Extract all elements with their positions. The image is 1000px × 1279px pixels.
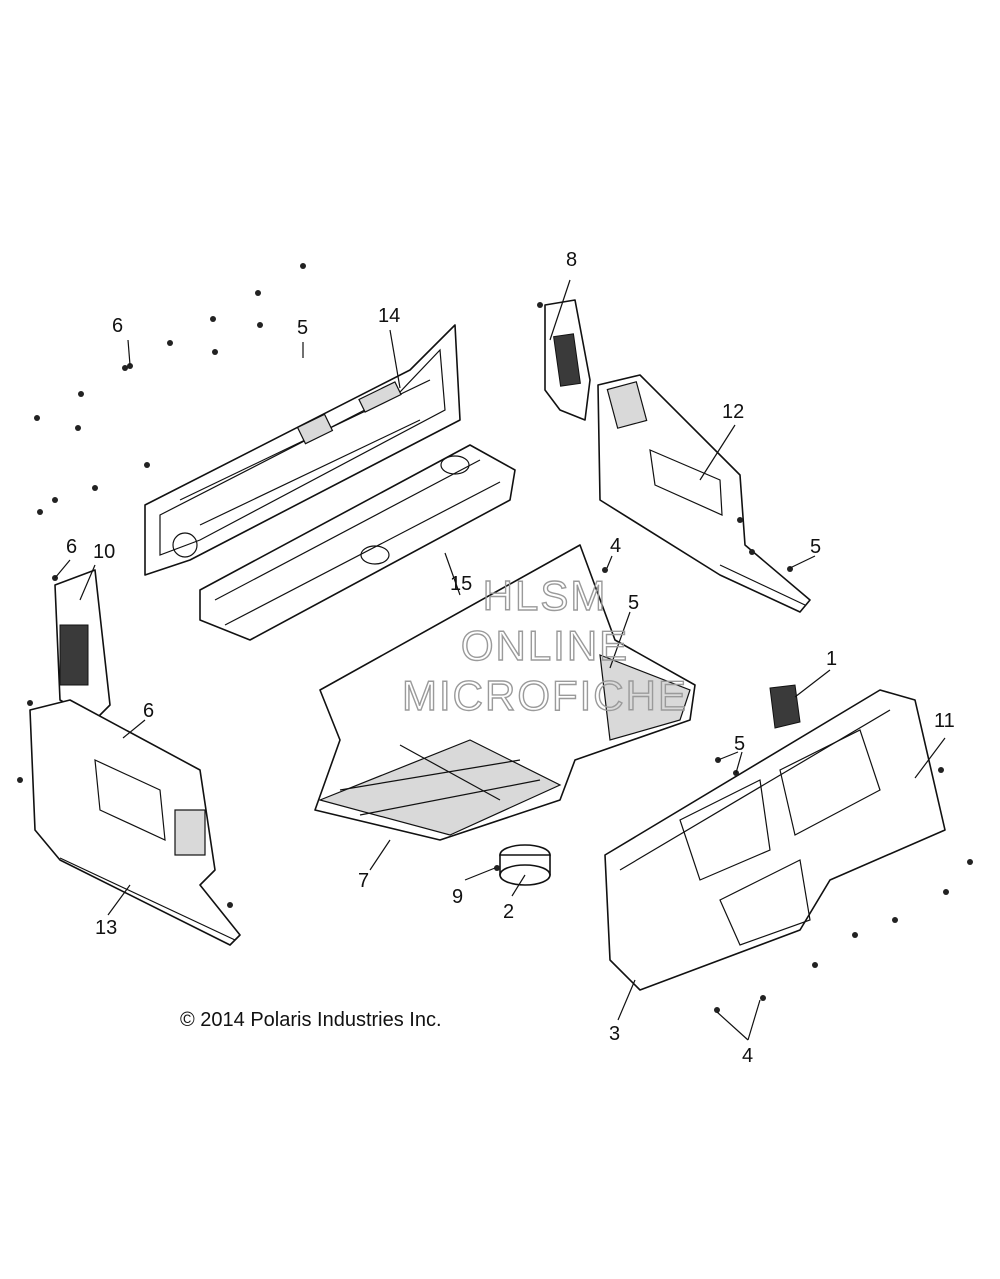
- callout-2: 2: [503, 901, 514, 923]
- callout-5-top: 5: [297, 317, 308, 339]
- copyright-notice: © 2014 Polaris Industries Inc.: [180, 1009, 442, 1031]
- part-12-right-side-panel: [597, 374, 811, 613]
- leader-lines: [54, 279, 946, 1041]
- watermark: HLSM ONLINE MICROFICHE: [401, 571, 688, 719]
- part-14-rear-panel: [144, 324, 461, 576]
- callout-7: 7: [358, 870, 369, 892]
- callout-12: 12: [722, 401, 744, 423]
- callout-5-lower: 5: [734, 733, 745, 755]
- callout-8: 8: [566, 249, 577, 271]
- part-15-cross-member: [199, 444, 516, 641]
- part-1-bracket: [769, 684, 801, 729]
- callout-6-left: 6: [66, 536, 77, 558]
- callout-1: 1: [826, 648, 837, 670]
- callout-5-right: 5: [810, 536, 821, 558]
- watermark-line-3: MICROFICHE: [402, 672, 688, 719]
- part-13-left-side-panel: [29, 699, 241, 946]
- watermark-line-1: HLSM: [483, 572, 608, 619]
- part-3-rear-bulkhead: [604, 689, 946, 991]
- callout-15: 15: [450, 573, 472, 595]
- callout-6-mid: 6: [143, 700, 154, 722]
- callout-10: 10: [93, 541, 115, 563]
- callouts: 6 5 14 8 12 5 4 5 15 6 10 6 13 7 9 2 1 1…: [66, 249, 955, 1067]
- part-7-floor-pan: [314, 544, 696, 841]
- watermark-line-2: ONLINE: [461, 622, 629, 669]
- part-8-trim: [544, 299, 591, 421]
- callout-11: 11: [934, 710, 955, 732]
- callout-4-bottom: 4: [742, 1045, 753, 1067]
- callout-3: 3: [609, 1023, 620, 1045]
- callout-14: 14: [378, 305, 400, 327]
- callout-13: 13: [95, 917, 117, 939]
- part-2-cup-holder: [499, 844, 551, 886]
- callout-6-top: 6: [112, 315, 123, 337]
- callout-5-center: 5: [628, 592, 639, 614]
- callout-4-top: 4: [610, 535, 621, 557]
- callout-9: 9: [452, 886, 463, 908]
- part-10-trim: [54, 569, 111, 721]
